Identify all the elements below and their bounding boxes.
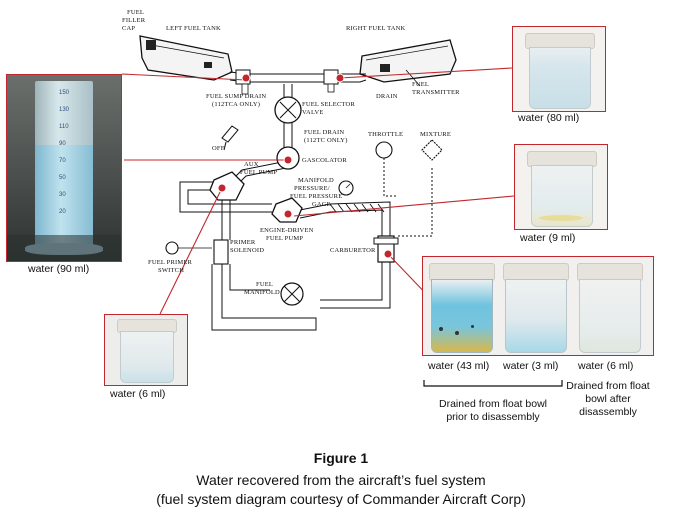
svg-text:FUEL DRAIN: FUEL DRAIN [304, 129, 344, 136]
svg-text:RIGHT FUEL TANK: RIGHT FUEL TANK [346, 25, 406, 32]
cup-43ml-caption: water (43 ml) [428, 360, 490, 372]
svg-text:FUEL PUMP: FUEL PUMP [240, 169, 277, 176]
cup-6ml-after-caption: water (6 ml) [578, 360, 634, 372]
graduated-cylinder-photo: 150 130 110 90 70 50 30 20 [6, 74, 122, 262]
svg-text:FUEL PRESSURE: FUEL PRESSURE [290, 193, 342, 200]
svg-text:FUEL: FUEL [412, 81, 429, 88]
svg-text:CAP: CAP [122, 25, 135, 32]
svg-text:(112TCA ONLY): (112TCA ONLY) [212, 101, 260, 108]
svg-text:PRESSURE/: PRESSURE/ [294, 185, 330, 192]
figure-caption-line2: (fuel system diagram courtesy of Command… [156, 491, 526, 507]
fuel-valve-handle-icon [221, 125, 239, 151]
figure-caption-line1: Water recovered from the aircraft’s fuel… [196, 472, 486, 488]
note-before-disassembly: Drained from float bowl prior to disasse… [439, 398, 547, 423]
schematic-labels: FUEL FILLER CAP LEFT FUEL TANK RIGHT FUE… [122, 9, 460, 296]
svg-text:GAGE: GAGE [312, 201, 331, 208]
fuel-filler-cap-icon [146, 40, 156, 50]
svg-text:(112TC ONLY): (112TC ONLY) [304, 137, 348, 144]
fuel-manifold [280, 282, 304, 306]
svg-text:FUEL SUMP DRAIN: FUEL SUMP DRAIN [206, 93, 266, 100]
svg-text:FUEL SELECTOR: FUEL SELECTOR [302, 101, 355, 108]
svg-text:FILLER: FILLER [122, 17, 146, 24]
note-after-disassembly: Drained from float bowl after disassembl… [566, 380, 650, 418]
svg-text:LEFT FUEL TANK: LEFT FUEL TANK [166, 25, 221, 32]
svg-text:SWITCH: SWITCH [158, 267, 184, 274]
cylinder-scale: 150 130 110 90 70 50 30 20 [59, 90, 70, 215]
cup-3ml-caption: water (3 ml) [503, 360, 559, 372]
svg-text:FUEL PRIMER: FUEL PRIMER [148, 259, 192, 266]
svg-text:PRIMER: PRIMER [230, 239, 256, 246]
manifold-pressure-gage-icon [338, 180, 354, 196]
primer-solenoid [213, 239, 229, 265]
svg-text:SOLENOID: SOLENOID [230, 247, 264, 254]
svg-text:FUEL PUMP: FUEL PUMP [266, 235, 303, 242]
svg-text:ENGINE-DRIVEN: ENGINE-DRIVEN [260, 227, 314, 234]
svg-text:AUX: AUX [244, 161, 259, 168]
throttle-icon [375, 141, 393, 159]
cylinder-caption: water (90 ml) [28, 263, 90, 275]
svg-text:THROTTLE: THROTTLE [368, 131, 403, 138]
right-tank-drain [323, 69, 339, 93]
before-disassembly-bracket [423, 380, 563, 387]
svg-text:MANIFOLD: MANIFOLD [298, 177, 334, 184]
aux-fuel-pump [209, 171, 245, 201]
svg-text:MANIFOLD: MANIFOLD [244, 289, 280, 296]
left-fuel-tank [139, 35, 233, 81]
svg-text:VALVE: VALVE [302, 109, 324, 116]
svg-text:GASCOLATOR: GASCOLATOR [302, 157, 347, 164]
fuel-selector-valve [274, 96, 302, 124]
cup-80ml-caption: water (80 ml) [518, 112, 580, 124]
cup-6ml-photo [104, 314, 188, 386]
callout-dots [217, 73, 393, 259]
cup-6ml-caption: water (6 ml) [110, 388, 166, 400]
svg-text:OFF: OFF [212, 145, 225, 152]
right-fuel-tank [359, 39, 457, 87]
svg-text:TRANSMITTER: TRANSMITTER [412, 89, 460, 96]
three-cups-photo [422, 256, 654, 356]
cup-9ml-photo [514, 144, 608, 230]
svg-text:CARBURETOR: CARBURETOR [330, 247, 376, 254]
svg-text:DRAIN: DRAIN [376, 93, 398, 100]
svg-text:FUEL: FUEL [256, 281, 273, 288]
svg-text:FUEL: FUEL [127, 9, 144, 16]
fuel-primer-switch-icon [165, 241, 179, 255]
mixture-icon [421, 139, 443, 161]
cup-9ml-caption: water (9 ml) [520, 232, 576, 244]
svg-text:MIXTURE: MIXTURE [420, 131, 451, 138]
figure-title: Figure 1 [313, 450, 369, 466]
cup-80ml-photo [512, 26, 606, 112]
carburetor [373, 235, 399, 263]
